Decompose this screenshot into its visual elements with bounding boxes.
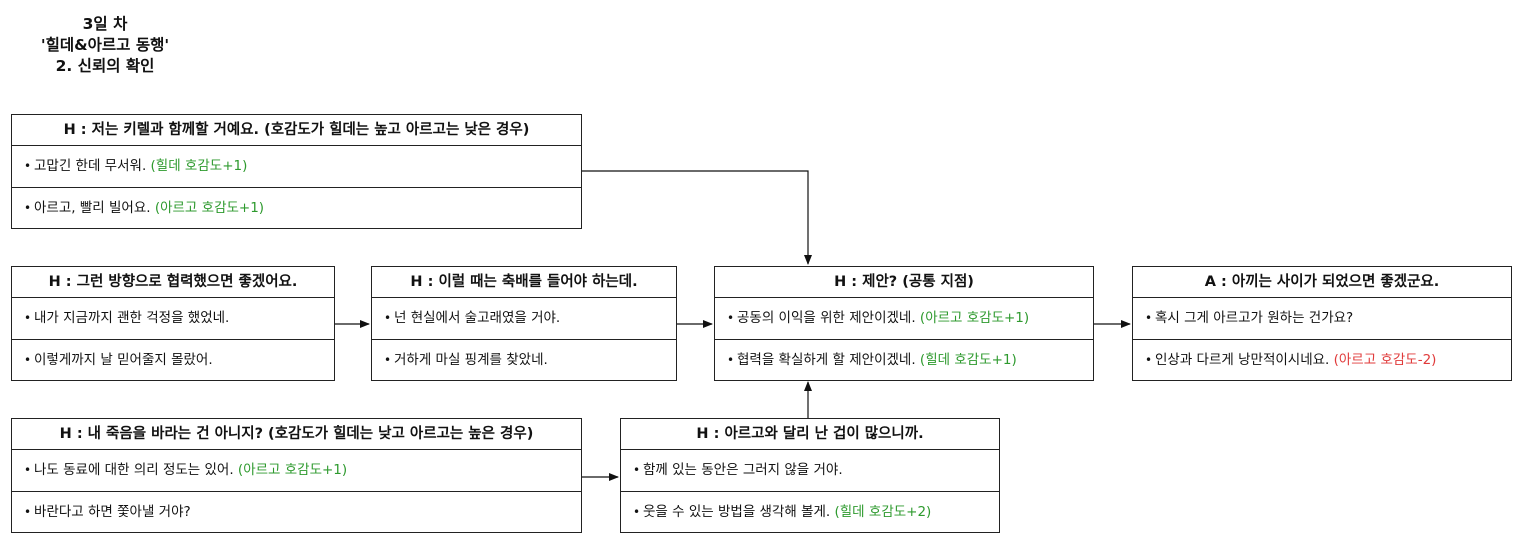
bullet-icon: • — [727, 311, 735, 325]
choice-item: • 혹시 그게 아르고가 원하는 건가요? — [1133, 298, 1511, 339]
title-route: '힐데&아르고 동행' — [40, 36, 170, 54]
affinity-tag: (힐데 호감도+1) — [150, 158, 248, 174]
bullet-icon: • — [24, 311, 32, 325]
bullet-icon: • — [633, 505, 641, 519]
choice-text: 협력을 확실하게 할 제안이겠네. — [737, 352, 920, 368]
choice-item: • 웃을 수 있는 방법을 생각해 볼게. (힐데 호감도+2) — [621, 491, 999, 533]
choice-item: • 바란다고 하면 쫓아낼 거야? — [12, 491, 581, 533]
choice-item: • 아르고, 빨리 빌어요. (아르고 호감도+1) — [12, 187, 581, 229]
choice-text: 웃을 수 있는 방법을 생각해 볼게. — [643, 504, 835, 520]
choice-text: 거하게 마실 핑계를 찾았네. — [394, 352, 548, 368]
bullet-icon: • — [24, 201, 32, 215]
choice-item: • 협력을 확실하게 할 제안이겠네. (힐데 호감도+1) — [715, 339, 1093, 381]
bullet-icon: • — [24, 505, 32, 519]
choice-item: • 고맙긴 한데 무서워. (힐데 호감도+1) — [12, 146, 581, 187]
choice-item: • 내가 지금까지 괜한 걱정을 했었네. — [12, 298, 334, 339]
bullet-icon: • — [1145, 353, 1153, 367]
node-header: H : 제안? (공통 지점) — [715, 267, 1093, 298]
choice-text: 고맙긴 한데 무서워. — [34, 158, 151, 174]
node-header: H : 내 죽음을 바라는 건 아니지? (호감도가 힐데는 낮고 아르고는 높… — [12, 419, 581, 450]
choice-text: 넌 현실에서 술고래였을 거야. — [394, 310, 561, 326]
node-header: A : 아끼는 사이가 되었으면 좋겠군요. — [1133, 267, 1511, 298]
bullet-icon: • — [384, 353, 392, 367]
affinity-tag: (아르고 호감도+1) — [154, 200, 265, 216]
choice-item: • 이렇게까지 날 믿어줄지 몰랐어. — [12, 339, 334, 381]
bullet-icon: • — [1145, 311, 1153, 325]
choice-item: • 공동의 이익을 위한 제안이겠네. (아르고 호감도+1) — [715, 298, 1093, 339]
node-header: H : 아르고와 달리 난 겁이 많으니까. — [621, 419, 999, 450]
title-day: 3일 차 — [82, 15, 128, 33]
choice-text: 함께 있는 동안은 그러지 않을 거야. — [643, 462, 843, 478]
choice-item: • 인상과 다르게 낭만적이시네요. (아르고 호감도-2) — [1133, 339, 1511, 381]
node-header: H : 이럴 때는 축배를 들어야 하는데. — [372, 267, 676, 298]
node-header: H : 그런 방향으로 협력했으면 좋겠어요. — [12, 267, 334, 298]
bullet-icon: • — [24, 159, 32, 173]
bullet-icon: • — [24, 353, 32, 367]
affinity-tag: (아르고 호감도+1) — [237, 462, 348, 478]
node-hilde-low-affinity: H : 내 죽음을 바라는 건 아니지? (호감도가 힐데는 낮고 아르고는 높… — [11, 418, 582, 533]
node-celebrate: H : 이럴 때는 축배를 들어야 하는데. • 넌 현실에서 술고래였을 거야… — [371, 266, 677, 381]
node-header: H : 저는 키렐과 함께할 거예요. (호감도가 힐데는 높고 아르고는 낮은… — [12, 115, 581, 146]
node-proposal-common: H : 제안? (공통 지점) • 공동의 이익을 위한 제안이겠네. (아르고… — [714, 266, 1094, 381]
choice-item: • 거하게 마실 핑계를 찾았네. — [372, 339, 676, 381]
bullet-icon: • — [727, 353, 735, 367]
bullet-icon: • — [633, 463, 641, 477]
node-cooperate: H : 그런 방향으로 협력했으면 좋겠어요. • 내가 지금까지 괜한 걱정을… — [11, 266, 335, 381]
title-chapter: 2. 신뢰의 확인 — [55, 57, 155, 75]
choice-text: 나도 동료에 대한 의리 정도는 있어. — [34, 462, 238, 478]
choice-text: 내가 지금까지 괜한 걱정을 했었네. — [34, 310, 230, 326]
choice-text: 아르고, 빨리 빌어요. — [34, 200, 155, 216]
choice-item: • 넌 현실에서 술고래였을 거야. — [372, 298, 676, 339]
affinity-tag: (아르고 호감도-2) — [1333, 352, 1437, 368]
affinity-tag: (아르고 호감도+1) — [919, 310, 1030, 326]
node-scared: H : 아르고와 달리 난 겁이 많으니까. • 함께 있는 동안은 그러지 않… — [620, 418, 1000, 533]
choice-item: • 나도 동료에 대한 의리 정도는 있어. (아르고 호감도+1) — [12, 450, 581, 491]
choice-text: 공동의 이익을 위한 제안이겠네. — [737, 310, 920, 326]
bullet-icon: • — [24, 463, 32, 477]
affinity-tag: (힐데 호감도+1) — [919, 352, 1017, 368]
diagram-title: 3일 차 '힐데&아르고 동행' 2. 신뢰의 확인 — [30, 14, 180, 77]
arrow-hilde-high-to-proposal — [581, 170, 812, 265]
choice-text: 인상과 다르게 낭만적이시네요. — [1155, 352, 1334, 368]
node-argo-end: A : 아끼는 사이가 되었으면 좋겠군요. • 혹시 그게 아르고가 원하는 … — [1132, 266, 1512, 381]
choice-text: 이렇게까지 날 믿어줄지 몰랐어. — [34, 352, 213, 368]
affinity-tag: (힐데 호감도+2) — [834, 504, 932, 520]
bullet-icon: • — [384, 311, 392, 325]
choice-text: 바란다고 하면 쫓아낼 거야? — [34, 504, 191, 520]
choice-text: 혹시 그게 아르고가 원하는 건가요? — [1155, 310, 1354, 326]
node-hilde-high-affinity: H : 저는 키렐과 함께할 거예요. (호감도가 힐데는 높고 아르고는 낮은… — [11, 114, 582, 229]
choice-item: • 함께 있는 동안은 그러지 않을 거야. — [621, 450, 999, 491]
